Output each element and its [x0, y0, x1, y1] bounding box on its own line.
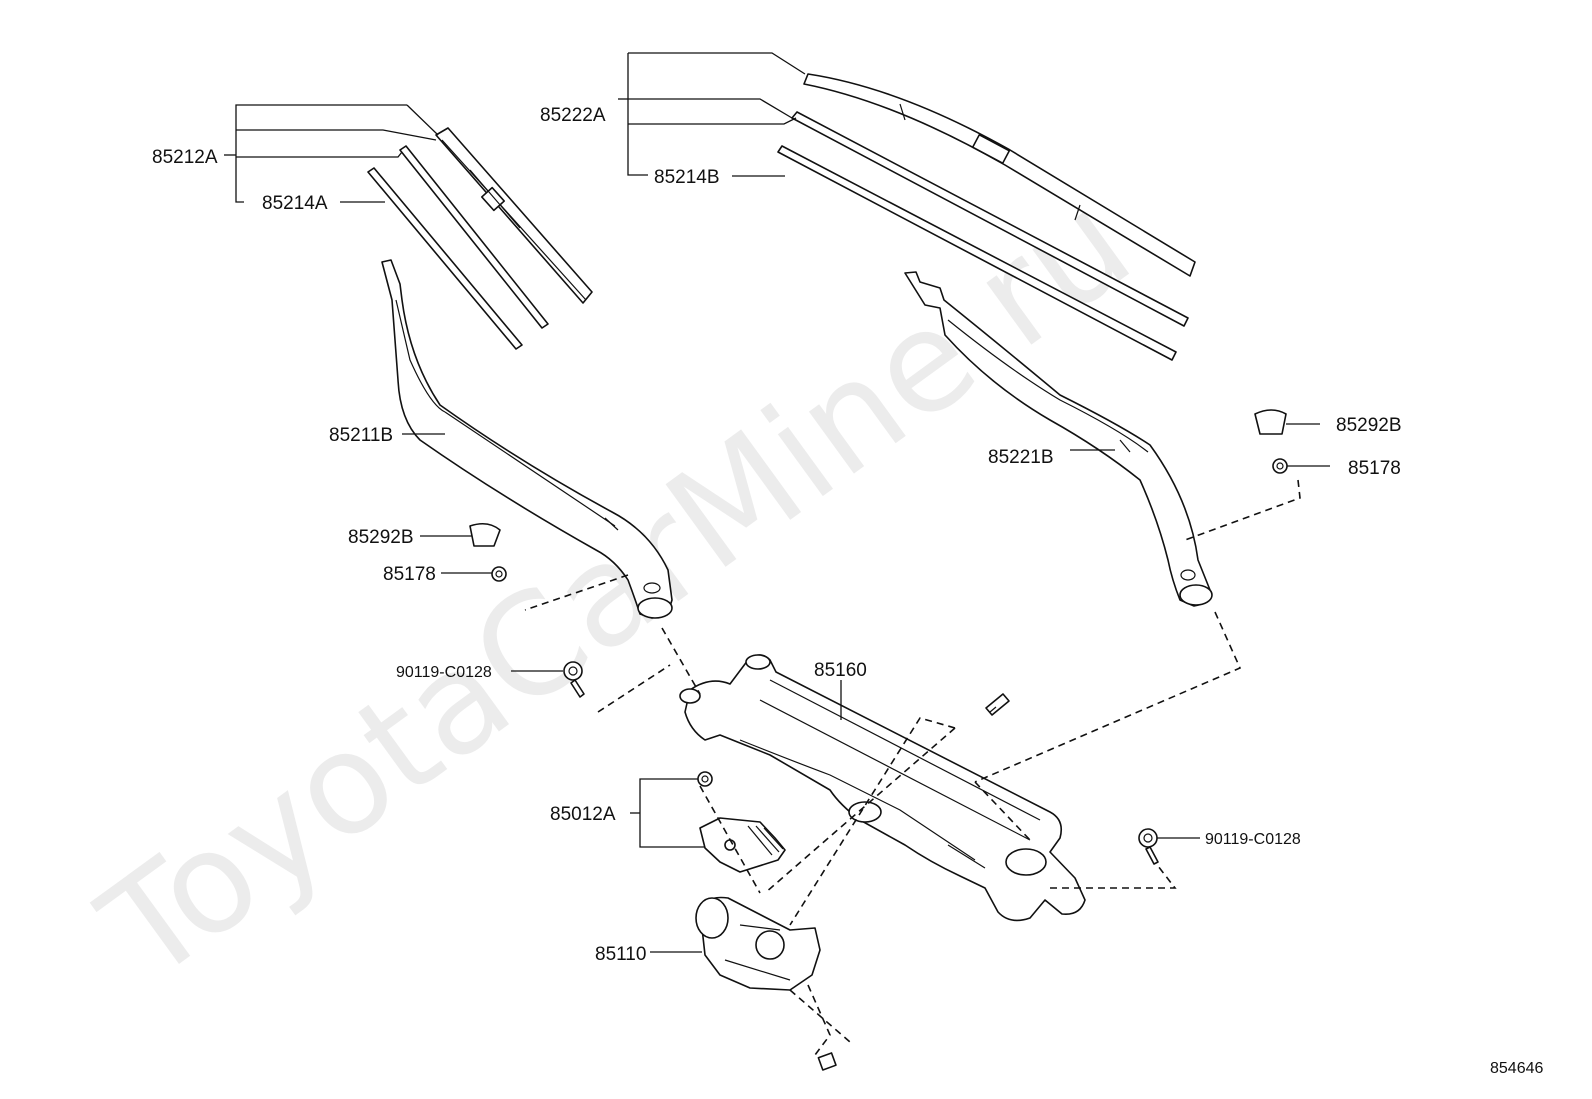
left-pivot-cap	[469, 522, 501, 547]
left-wiper-arm	[381, 259, 673, 619]
label-85222A: 85222A	[540, 105, 606, 126]
label-90119-C0128-right: 90119-C0128	[1205, 831, 1301, 848]
label-85221B: 85221B	[988, 447, 1054, 468]
label-85292B-right: 85292B	[1336, 415, 1402, 436]
label-85110: 85110	[595, 944, 646, 965]
diagram-id: 854646	[1490, 1060, 1543, 1077]
label-85214A: 85214A	[262, 193, 328, 214]
label-85214B: 85214B	[654, 167, 720, 188]
label-85160: 85160	[814, 660, 867, 681]
label-85211B: 85211B	[329, 425, 393, 446]
right-pivot-cap	[1254, 409, 1287, 435]
label-85012A: 85012A	[550, 804, 616, 825]
label-85178-left: 85178	[383, 564, 436, 585]
right-wiper-arm	[904, 271, 1213, 607]
right-bolt	[1138, 828, 1159, 865]
label-85178-right: 85178	[1348, 458, 1401, 479]
label-85212A: 85212A	[152, 147, 218, 168]
motor-grommet	[817, 1052, 837, 1071]
bracket-nut	[697, 771, 713, 787]
right-blade-refill-strip	[791, 111, 1189, 327]
left-blade-refill-strip	[399, 145, 549, 329]
motor-bracket	[699, 817, 786, 873]
left-wiper-blade	[435, 127, 593, 304]
wiper-motor	[695, 896, 821, 991]
assembly-lines	[524, 479, 1301, 1056]
leader-lines	[224, 52, 1330, 953]
left-bolt	[563, 661, 585, 698]
upper-bolt	[985, 693, 1010, 716]
label-90119-C0128-left: 90119-C0128	[396, 664, 492, 681]
wiper-linkage	[679, 654, 1086, 922]
left-nut	[491, 566, 507, 582]
right-nut	[1272, 458, 1288, 474]
right-wiper-blade	[803, 73, 1196, 277]
left-rubber-insert-85214A	[367, 167, 523, 350]
label-85292B-left: 85292B	[348, 527, 414, 548]
right-rubber-insert-85214B	[777, 145, 1177, 361]
